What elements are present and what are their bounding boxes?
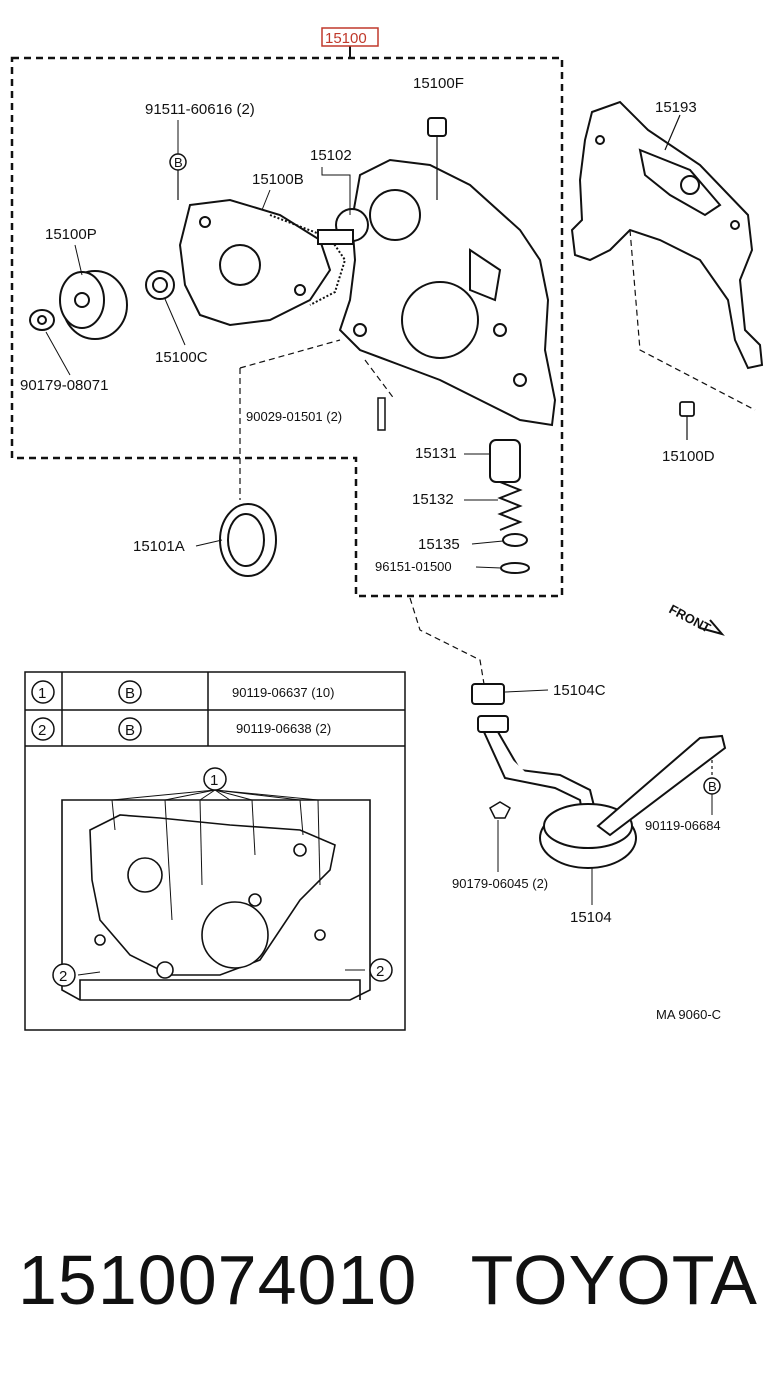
label-15100F: 15100F bbox=[413, 75, 464, 92]
plug-15100F bbox=[427, 117, 447, 137]
oil-strainer bbox=[471, 683, 727, 869]
label-15104C: 15104C bbox=[553, 682, 606, 699]
clip-90179-06045 bbox=[489, 801, 511, 819]
row2-mark-circle bbox=[118, 717, 142, 741]
label-15100D: 15100D bbox=[662, 448, 715, 465]
row1-number: 1 bbox=[38, 685, 46, 702]
row1-number-circle bbox=[31, 680, 55, 704]
assembly-number-box bbox=[321, 27, 379, 47]
connector-lines bbox=[239, 229, 756, 691]
label-90029: 90029-01501 (2) bbox=[246, 409, 342, 424]
fastener-table bbox=[24, 671, 406, 1031]
assembly-bracket bbox=[10, 56, 564, 598]
front-arrow: FRONT bbox=[667, 601, 725, 636]
drive-rotor bbox=[317, 208, 369, 245]
label-bolt-top: 91511-60616 (2) bbox=[145, 101, 255, 118]
bolt-location-drawing bbox=[61, 799, 371, 1001]
nut-90179-08071 bbox=[29, 309, 55, 331]
gasket-15193 bbox=[570, 100, 764, 370]
row1-mark: B bbox=[125, 685, 135, 702]
label-15100P: 15100P bbox=[45, 226, 97, 243]
row2-mark: B bbox=[125, 722, 135, 739]
callout-two-left-circle bbox=[52, 963, 76, 987]
crank-pulley bbox=[59, 270, 128, 340]
assembly-number: 15100 bbox=[325, 30, 367, 47]
footer-caption: 1510074010 TOYOTA bbox=[18, 1232, 758, 1328]
row1-part: 90119-06637 (10) bbox=[232, 685, 334, 700]
cap-15100D bbox=[679, 401, 695, 417]
footer-part-number: 1510074010 bbox=[18, 1241, 418, 1319]
label-15100C: 15100C bbox=[155, 349, 208, 366]
callout-two-left: 2 bbox=[59, 968, 67, 985]
label-15104: 15104 bbox=[570, 909, 612, 926]
footer-brand: TOYOTA bbox=[470, 1241, 758, 1319]
row2-part: 90119-06638 (2) bbox=[236, 721, 331, 736]
label-15135: 15135 bbox=[418, 536, 460, 553]
callout-two-right-circle bbox=[369, 958, 393, 982]
label-15132: 15132 bbox=[412, 491, 454, 508]
callout-one: 1 bbox=[210, 772, 218, 789]
callout-one-circle bbox=[203, 767, 227, 791]
label-96151: 96151-01500 bbox=[375, 559, 452, 574]
row2-number: 2 bbox=[38, 722, 46, 739]
label-15100B: 15100B bbox=[252, 171, 304, 188]
exploded-parts-diagram: 15100 bbox=[10, 27, 764, 1031]
bushing-15100C bbox=[145, 270, 175, 300]
label-15101A: 15101A bbox=[133, 538, 185, 555]
row1-mark-circle bbox=[118, 680, 142, 704]
pin-90029 bbox=[377, 397, 386, 431]
label-15131: 15131 bbox=[415, 445, 457, 462]
label-90179-06045: 90179-06045 (2) bbox=[452, 876, 548, 891]
callout-two-right: 2 bbox=[376, 963, 384, 980]
oil-seal bbox=[219, 503, 277, 577]
diagram-code: MA 9060-C bbox=[656, 1007, 721, 1022]
oil-pump-body bbox=[338, 158, 557, 427]
row2-number-circle bbox=[31, 717, 55, 741]
pump-cover bbox=[178, 198, 347, 327]
bolt-b-mark: B bbox=[174, 155, 183, 170]
label-15102: 15102 bbox=[310, 147, 352, 164]
bolt-b-strainer-mark: B bbox=[708, 779, 717, 794]
bolt-leaders bbox=[77, 789, 365, 976]
label-15193: 15193 bbox=[655, 99, 697, 116]
label-90119-06684: 90119-06684 bbox=[645, 818, 721, 833]
label-90179-08071: 90179-08071 bbox=[20, 377, 108, 394]
relief-valve-parts bbox=[489, 439, 530, 574]
